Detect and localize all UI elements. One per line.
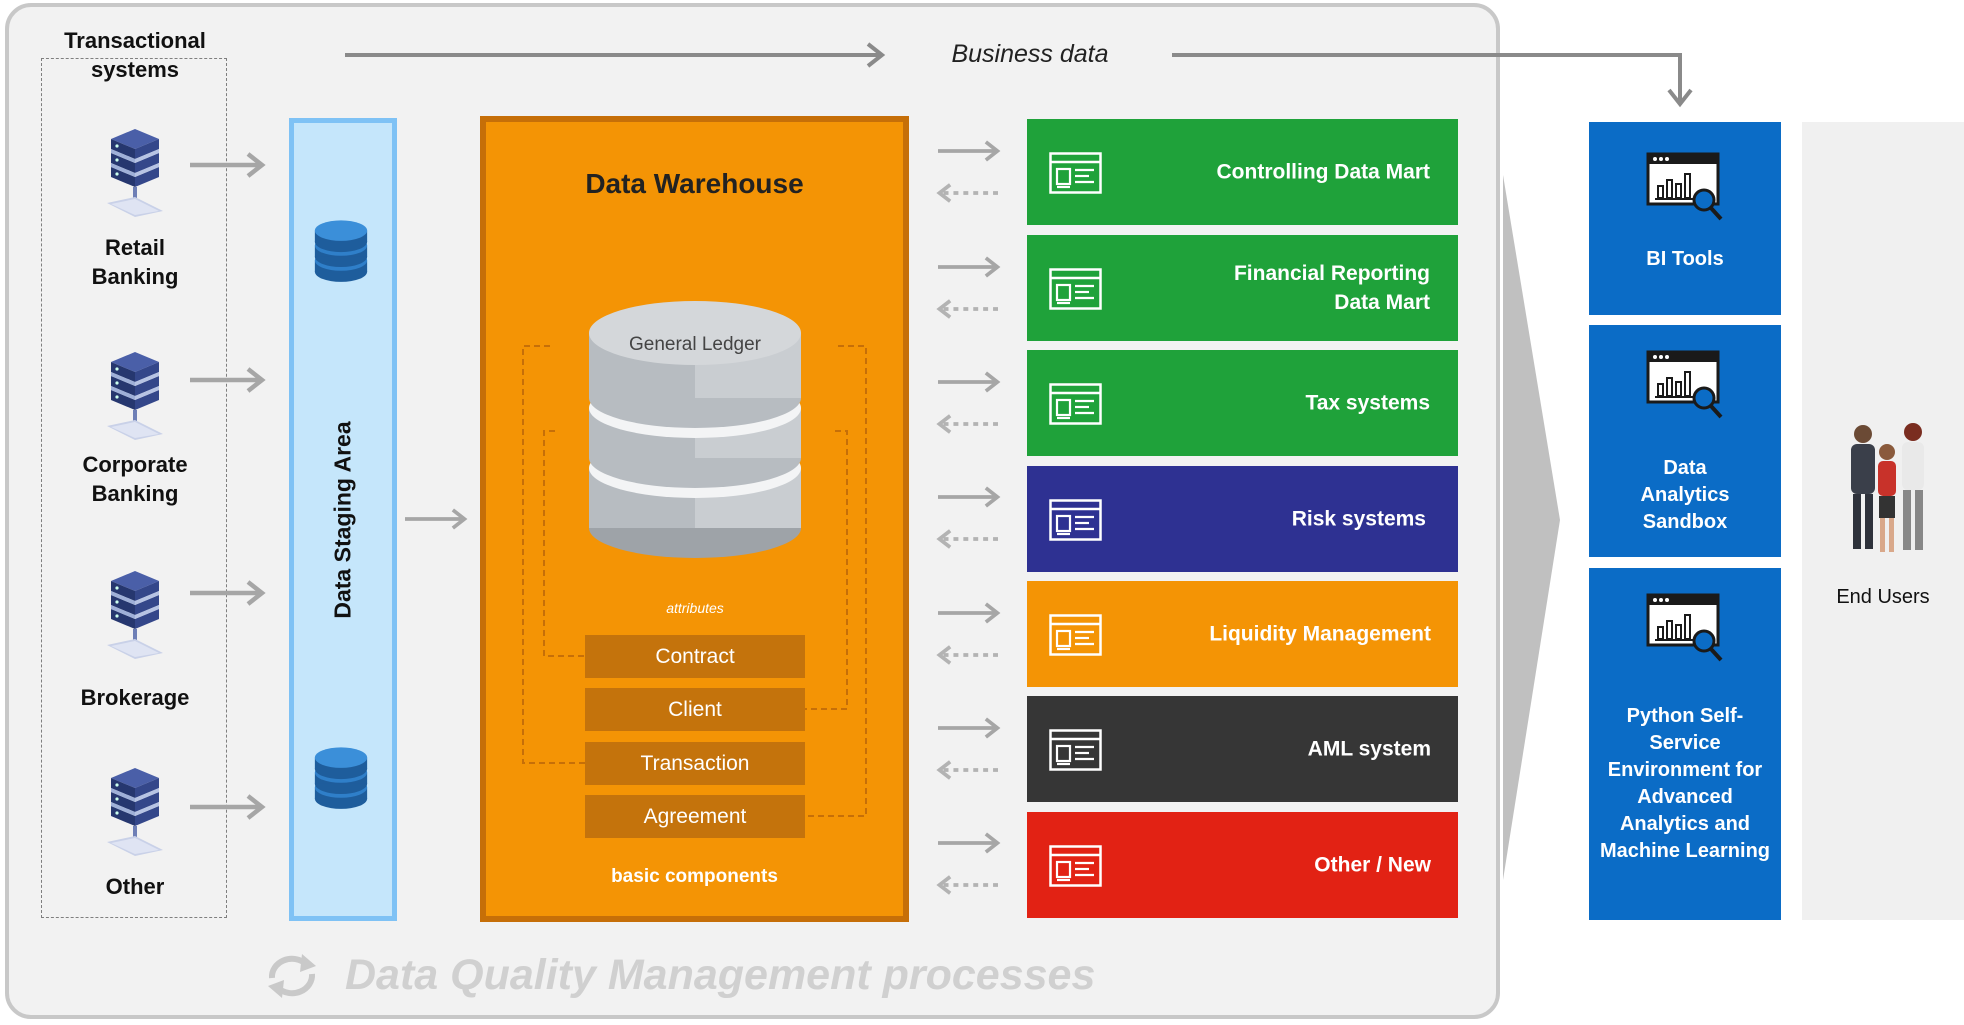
server-icon — [105, 764, 165, 856]
database-icon — [313, 218, 369, 288]
ledger-connectors — [522, 345, 867, 817]
mart-label: Tax systems — [1305, 391, 1430, 415]
server-icon — [105, 125, 165, 217]
component-contract: Contract — [585, 635, 805, 678]
end-users-label: End Users — [1836, 586, 1930, 608]
server-icon — [105, 567, 165, 659]
analytics-icon — [1646, 152, 1724, 222]
source-other: Other — [105, 874, 165, 899]
arrow-right-icon — [938, 830, 1004, 856]
report-icon — [1049, 845, 1102, 887]
arrow-right-icon — [190, 152, 270, 178]
report-icon — [1049, 268, 1102, 310]
report-icon — [1049, 729, 1102, 771]
arrow-right-icon — [938, 600, 1004, 626]
dq-processes-label: Data Quality Management processes — [345, 951, 1096, 999]
mart-tax-systems: Tax systems — [1027, 350, 1458, 456]
report-icon — [1049, 152, 1102, 194]
source-corporate-banking: Corporate Banking — [82, 452, 188, 506]
source-retail-banking: Retail Banking — [91, 235, 179, 289]
mart-aml-system: AML system — [1027, 696, 1458, 802]
analytics-icon — [1646, 350, 1724, 420]
general-ledger-database-icon — [589, 301, 801, 558]
mart-label: Other / New — [1314, 853, 1431, 877]
arrow-right-icon — [938, 484, 1004, 510]
tool-bi-tools: BI Tools — [1589, 122, 1781, 315]
analytics-icon — [1646, 593, 1724, 663]
arrow-right-icon — [190, 794, 270, 820]
general-ledger-label: General Ledger — [628, 334, 762, 355]
component-transaction: Transaction — [585, 742, 805, 785]
people-icon — [1851, 423, 1924, 552]
arrow-left-dashed-icon — [932, 872, 998, 898]
arrow-left-dashed-icon — [932, 180, 998, 206]
source-brokerage: Brokerage — [80, 685, 190, 710]
database-icon — [313, 745, 369, 815]
mart-risk-systems: Risk systems — [1027, 466, 1458, 572]
tool-label: BI Tools — [1646, 248, 1724, 270]
arrow-left-dashed-icon — [932, 526, 998, 552]
arrow-right-icon — [190, 367, 270, 393]
server-icon — [105, 348, 165, 440]
arrow-left-dashed-icon — [932, 757, 998, 783]
mart-label: Risk systems — [1291, 507, 1426, 531]
mart-liquidity-management: Liquidity Management — [1027, 581, 1458, 687]
data-warehouse-title: Data Warehouse — [585, 168, 804, 199]
transactional-systems-title: Transactional systems — [64, 28, 206, 82]
arrow-right-icon — [405, 506, 471, 532]
basic-components-label: basic components — [611, 866, 778, 887]
report-icon — [1049, 383, 1102, 425]
mart-financial-reporting: Financial Reporting Data Mart — [1027, 235, 1458, 341]
mart-label: AML system — [1307, 737, 1431, 761]
arrow-right-icon — [938, 715, 1004, 741]
tool-label: Python Self-Service Environment for Adva… — [1599, 705, 1771, 862]
arrow-left-dashed-icon — [932, 296, 998, 322]
transactional-systems-box — [41, 58, 227, 918]
mart-label: Financial Reporting Data Mart — [1233, 262, 1430, 314]
refresh-icon — [268, 954, 316, 998]
tool-python-environment: Python Self-Service Environment for Adva… — [1589, 568, 1781, 920]
business-data-label: Business data — [951, 40, 1109, 68]
mart-controlling: Controlling Data Mart — [1027, 119, 1458, 225]
arrow-right-icon — [938, 369, 1004, 395]
tool-data-analytics-sandbox: Data Analytics Sandbox — [1589, 325, 1781, 557]
component-agreement: Agreement — [585, 795, 805, 838]
mart-label: Liquidity Management — [1209, 622, 1431, 646]
arrow-right-icon — [938, 254, 1004, 280]
tool-label: Data Analytics Sandbox — [1640, 457, 1730, 533]
funnel-arrow — [1503, 175, 1560, 880]
component-client: Client — [585, 688, 805, 731]
mart-label: Controlling Data Mart — [1216, 160, 1431, 184]
arrow-right-icon — [190, 580, 270, 606]
report-icon — [1049, 614, 1102, 656]
arrow-left-dashed-icon — [932, 642, 998, 668]
arrow-right-icon — [938, 138, 1004, 164]
attributes-label: attributes — [666, 600, 724, 616]
data-staging-label: Data Staging Area — [329, 421, 356, 619]
report-icon — [1049, 499, 1102, 541]
arrow-left-dashed-icon — [932, 411, 998, 437]
mart-other-new: Other / New — [1027, 812, 1458, 918]
